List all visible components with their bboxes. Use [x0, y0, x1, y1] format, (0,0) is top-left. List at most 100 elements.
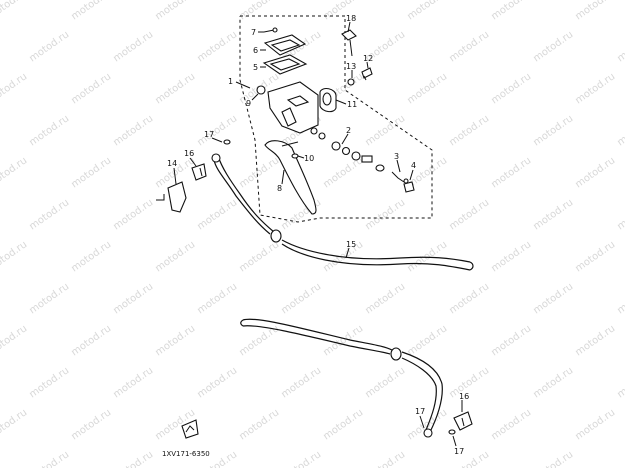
- callout-7: 7: [251, 28, 256, 37]
- watermark-text: motod.ru: [447, 197, 491, 232]
- callout-17-bottom: 17: [454, 447, 464, 456]
- watermark-text: motod.ru: [111, 197, 155, 232]
- callout-1: 1: [228, 77, 233, 86]
- brake-lever[interactable]: [264, 140, 317, 215]
- watermark-text: motod.ru: [363, 449, 407, 468]
- banjo-bolt-bottom[interactable]: [453, 411, 473, 431]
- watermark-text: motod.ru: [69, 71, 113, 106]
- watermark-text: motod.ru: [447, 113, 491, 148]
- watermark-text: motod.ru: [573, 0, 617, 22]
- watermark-text: motod.ru: [69, 239, 113, 274]
- watermark-text: motod.ru: [405, 0, 449, 22]
- watermark-text: motod.ru: [27, 113, 71, 148]
- watermark-text: motod.ru: [111, 29, 155, 64]
- watermark-text: motod.ru: [0, 0, 29, 22]
- washer-17-bottom[interactable]: [448, 429, 456, 435]
- watermark-text: motod.ru: [573, 155, 617, 190]
- boot-11[interactable]: [319, 87, 337, 113]
- watermark-text: motod.ru: [111, 365, 155, 400]
- watermark-text: motod.ru: [615, 197, 625, 232]
- cap-18[interactable]: [341, 29, 357, 57]
- diaphragm-plate[interactable]: [262, 54, 308, 75]
- watermark-text: motod.ru: [363, 281, 407, 316]
- watermark-text: motod.ru: [27, 365, 71, 400]
- watermark-text: motod.ru: [195, 29, 239, 64]
- callout-15: 15: [346, 240, 356, 249]
- watermark-text: motod.ru: [531, 281, 575, 316]
- assembly-boundary: [239, 15, 433, 223]
- screw-7[interactable]: [263, 27, 278, 33]
- callout-2: 2: [346, 126, 351, 135]
- watermark-text: motod.ru: [27, 197, 71, 232]
- watermark-text: motod.ru: [0, 323, 29, 358]
- banjo-bolt-top[interactable]: [191, 163, 207, 181]
- watermark-text: motod.ru: [195, 365, 239, 400]
- brake-hose-lower[interactable]: [240, 318, 443, 438]
- watermark-text: motod.ru: [27, 449, 71, 468]
- watermark-text: motod.ru: [69, 0, 113, 22]
- callout-18: 18: [346, 14, 356, 23]
- watermark-text: motod.ru: [27, 29, 71, 64]
- watermark-text: motod.ru: [27, 281, 71, 316]
- cover-4[interactable]: [403, 181, 415, 193]
- watermark-text: motod.ru: [531, 365, 575, 400]
- watermark-text: motod.ru: [615, 281, 625, 316]
- watermark-text: motod.ru: [153, 239, 197, 274]
- watermark-text: motod.ru: [237, 239, 281, 274]
- watermark-text: motod.ru: [531, 29, 575, 64]
- watermark-text: motod.ru: [111, 449, 155, 468]
- union-14[interactable]: [156, 181, 187, 213]
- watermark-text: motod.ru: [279, 365, 323, 400]
- leader-lines: [173, 21, 463, 447]
- brake-hose-upper[interactable]: [211, 153, 474, 271]
- callout-5: 5: [253, 63, 258, 72]
- callout-14: 14: [167, 159, 177, 168]
- front-arrow-icon: [181, 419, 199, 439]
- watermark-text: motod.ru: [153, 71, 197, 106]
- watermark-text: motod.ru: [615, 29, 625, 64]
- watermark-text: motod.ru: [111, 281, 155, 316]
- watermark-text: motod.ru: [0, 239, 29, 274]
- watermark-text: motod.ru: [447, 281, 491, 316]
- callout-13: 13: [346, 62, 356, 71]
- callout-8: 8: [277, 184, 282, 193]
- callout-16-top: 16: [184, 149, 194, 158]
- watermark-text: motod.ru: [69, 155, 113, 190]
- callout-17-top: 17: [204, 130, 214, 139]
- watermark-text: motod.ru: [0, 71, 29, 106]
- watermark-text: motod.ru: [69, 407, 113, 442]
- watermark-text: motod.ru: [447, 29, 491, 64]
- watermark-text: motod.ru: [531, 449, 575, 468]
- master-cylinder-body[interactable]: [256, 81, 319, 134]
- watermark-text: motod.ru: [0, 155, 29, 190]
- reservoir-cap[interactable]: [263, 34, 307, 56]
- callout-16-bottom: 16: [459, 392, 469, 401]
- callout-17-mid: 17: [415, 407, 425, 416]
- watermark-text: motod.ru: [489, 323, 533, 358]
- washer-17-top[interactable]: [223, 139, 231, 145]
- lever-pin-10[interactable]: [291, 153, 299, 159]
- watermark-text: motod.ru: [615, 365, 625, 400]
- watermark-text: motod.ru: [279, 281, 323, 316]
- watermark-text: motod.ru: [615, 449, 625, 468]
- watermark-text: motod.ru: [405, 71, 449, 106]
- watermark-text: motod.ru: [573, 239, 617, 274]
- watermark-text: motod.ru: [447, 365, 491, 400]
- watermark-text: motod.ru: [573, 71, 617, 106]
- watermark-text: motod.ru: [615, 113, 625, 148]
- watermark-text: motod.ru: [279, 197, 323, 232]
- watermark-text: motod.ru: [195, 281, 239, 316]
- watermark-text: motod.ru: [405, 323, 449, 358]
- callout-3: 3: [394, 152, 399, 161]
- callout-12: 12: [363, 54, 373, 63]
- spring-3[interactable]: [391, 171, 409, 184]
- watermark-text: motod.ru: [237, 155, 281, 190]
- watermark-text: motod.ru: [489, 407, 533, 442]
- watermark-text: motod.ru: [195, 197, 239, 232]
- piston-kit[interactable]: [310, 127, 385, 172]
- watermark-text: motod.ru: [195, 113, 239, 148]
- bolt-12[interactable]: [361, 67, 373, 81]
- fitting-13[interactable]: [347, 78, 355, 86]
